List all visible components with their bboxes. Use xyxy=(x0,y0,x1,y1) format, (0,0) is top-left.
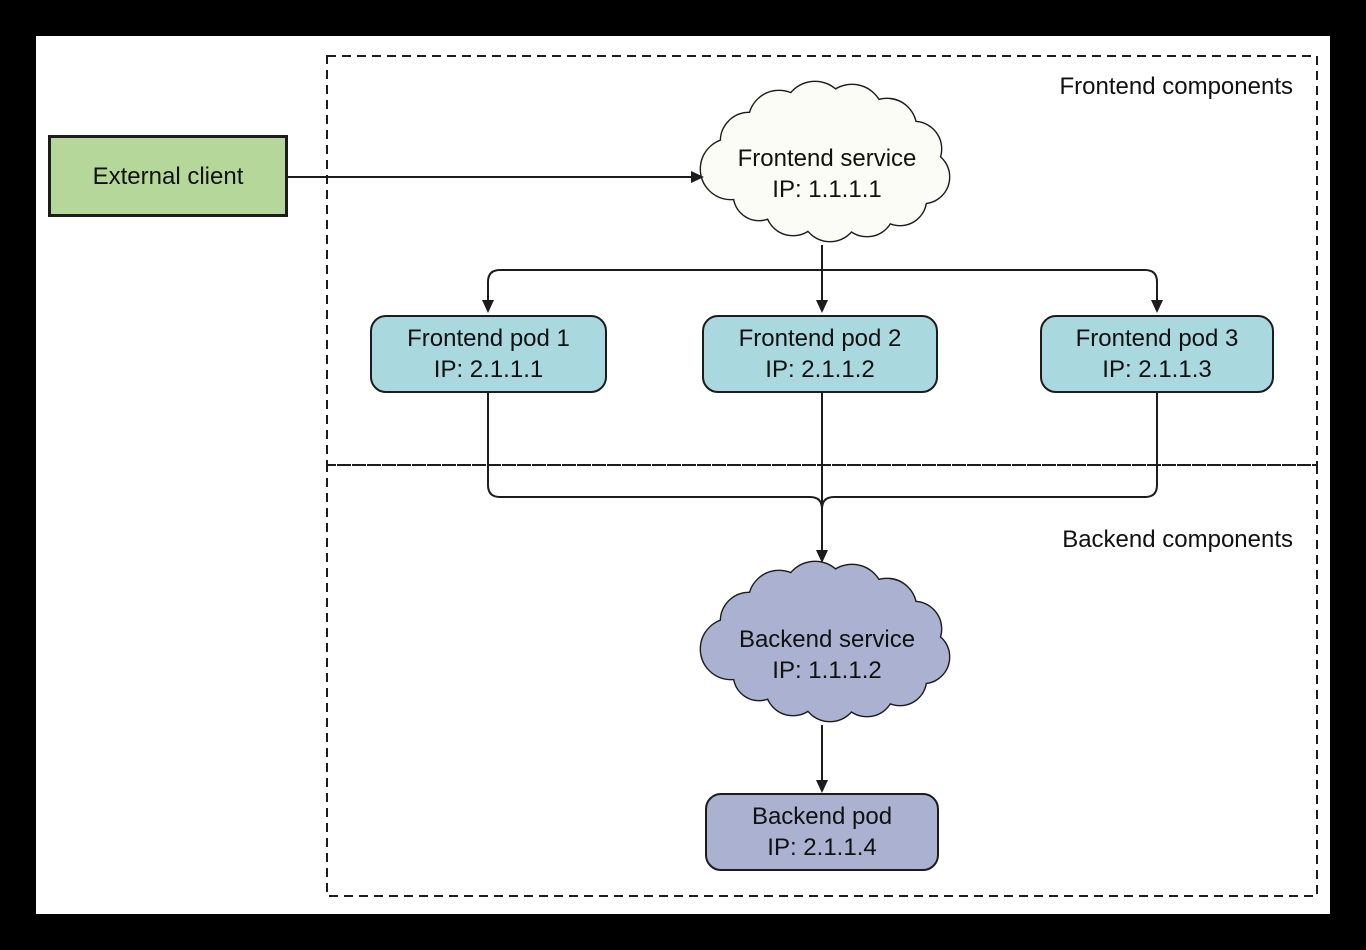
frontend-service-cloud xyxy=(699,80,951,243)
service-to-pod3-arrowhead xyxy=(1151,300,1163,313)
frontend-pod-3-ip: IP: 2.1.1.3 xyxy=(1102,356,1212,383)
pod1-to-backend-line xyxy=(487,393,823,510)
frontend-pod-2-box: Frontend pod 2 IP: 2.1.1.2 xyxy=(702,315,938,393)
backend-pod-box: Backend pod IP: 2.1.1.4 xyxy=(705,793,939,871)
frontend-service-ip: IP: 1.1.1.1 xyxy=(772,176,882,203)
frontend-service-name: Frontend service xyxy=(737,145,917,172)
frontend-components-label: Frontend components xyxy=(1059,73,1293,100)
frontend-pod-1-name: Frontend pod 1 xyxy=(407,325,570,352)
frontend-service-cloud-text: Frontend service IP: 1.1.1.1 xyxy=(697,143,957,205)
backend-service-cloud-text: Backend service IP: 1.1.1.2 xyxy=(697,624,957,686)
backend-pod-ip: IP: 2.1.1.4 xyxy=(767,834,877,861)
frontend-pod-3-box: Frontend pod 3 IP: 2.1.1.3 xyxy=(1040,315,1274,393)
external-client-label: External client xyxy=(92,162,244,190)
service-to-pod2-arrowhead xyxy=(816,300,828,313)
frontend-pod-3-name: Frontend pod 3 xyxy=(1075,325,1239,352)
frontend-pod-2-ip: IP: 2.1.1.2 xyxy=(765,356,875,383)
frontend-pod-1-box: Frontend pod 1 IP: 2.1.1.1 xyxy=(370,315,607,393)
service-fanout-line xyxy=(487,269,1158,306)
pod3-to-backend-line xyxy=(821,393,1158,510)
service-to-pod1-arrowhead xyxy=(482,300,494,313)
diagram-page: External client Frontend components Back… xyxy=(36,36,1330,914)
backend-service-cloud xyxy=(699,560,951,723)
backend-pod-name: Backend pod xyxy=(751,803,893,830)
backend-components-label: Backend components xyxy=(1062,526,1293,553)
backend-service-ip: IP: 1.1.1.2 xyxy=(772,657,882,684)
frontend-pod-1-ip: IP: 2.1.1.1 xyxy=(433,356,544,383)
backend-service-name: Backend service xyxy=(738,626,916,653)
pods-to-backend-service-arrowhead xyxy=(816,550,828,563)
external-client-box: External client xyxy=(48,135,288,217)
client-to-frontend-service-arrowhead xyxy=(691,171,704,183)
connector-layer xyxy=(288,55,1318,897)
frontend-pod-2-name: Frontend pod 2 xyxy=(738,325,902,352)
backend-service-to-pod-arrowhead xyxy=(816,780,828,793)
